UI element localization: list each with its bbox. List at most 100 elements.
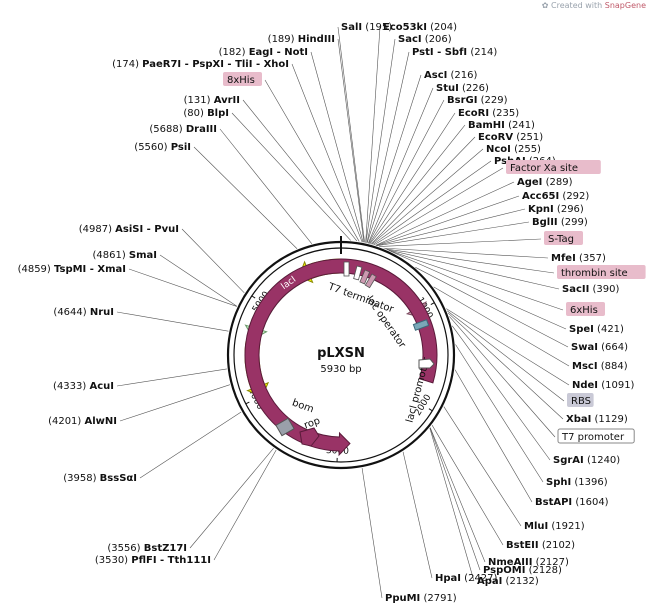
site-t7-promoter[interactable]: T7 promoter	[557, 428, 635, 444]
leader-line	[181, 228, 245, 293]
site-label: SalI (195)	[341, 22, 392, 33]
site-eagi-noti[interactable]: (182) EagI - NotI	[219, 47, 308, 58]
tick-mark	[430, 302, 435, 306]
site-mfei[interactable]: MfeI (357)	[551, 253, 606, 264]
site-blpi[interactable]: (80) BlpI	[183, 108, 229, 119]
site-s-tag[interactable]: S-Tag	[544, 231, 583, 245]
site-saci[interactable]: SacI (206)	[398, 34, 452, 45]
site-eco53ki[interactable]: Eco53kI (204)	[383, 22, 457, 33]
enzyme-name: StuI	[436, 83, 459, 94]
leader-line	[368, 99, 445, 244]
leader-line	[373, 167, 504, 246]
site-ppumi[interactable]: PpuMI (2791)	[385, 593, 457, 604]
leader-line	[429, 427, 486, 563]
site-hpai[interactable]: HpaI (2427)	[435, 573, 498, 584]
site-label: BstAPI (1604)	[535, 497, 609, 508]
enzyme-position: (3958)	[63, 473, 99, 484]
enzyme-position: (195)	[362, 22, 392, 33]
enzyme-position: (1129)	[591, 414, 628, 425]
enzyme-name: EagI - NotI	[249, 47, 308, 58]
leader-line	[447, 312, 564, 420]
site-psti-sbfi[interactable]: PstI - SbfI (214)	[412, 47, 497, 58]
site-mlui[interactable]: MluI (1921)	[524, 521, 585, 532]
leader-line	[415, 267, 569, 348]
site-sali[interactable]: SalI (195)	[341, 22, 392, 33]
enzyme-position: (292)	[559, 191, 589, 202]
site-smai[interactable]: (4861) SmaI	[92, 250, 157, 261]
enzyme-position: (4201)	[48, 416, 84, 427]
site-nrui[interactable]: (4644) NruI	[53, 307, 114, 318]
site-nmeaiii[interactable]: NmeAIII (2127)	[488, 557, 569, 568]
site-stui[interactable]: StuI (226)	[436, 83, 489, 94]
site-ncoi[interactable]: NcoI (255)	[486, 144, 541, 155]
site-bglii[interactable]: BglII (299)	[532, 217, 588, 228]
enzyme-position: (1091)	[598, 380, 635, 391]
enzyme-position: (189)	[268, 34, 298, 45]
enzyme-position: (2128)	[525, 565, 562, 576]
site-spei[interactable]: SpeI (421)	[569, 324, 624, 335]
enzyme-name: PsiI	[171, 142, 191, 153]
site-sgrai[interactable]: SgrAI (1240)	[553, 455, 620, 466]
site-label: (182) EagI - NotI	[219, 47, 308, 58]
site-ndei[interactable]: NdeI (1091)	[572, 380, 635, 391]
enzyme-position: (204)	[427, 22, 457, 33]
site-factor-xa-site[interactable]: Factor Xa site	[506, 160, 601, 174]
enzyme-name: NmeAIII	[488, 557, 532, 568]
site-bsrgi[interactable]: BsrGI (229)	[447, 95, 508, 106]
site-alwni[interactable]: (4201) AlwNI	[48, 416, 117, 427]
site-label: SphI (1396)	[546, 477, 608, 488]
site-sacii[interactable]: SacII (390)	[562, 284, 619, 295]
site-pflfi-tth111i[interactable]: (3530) PflFI - Tth111I	[95, 555, 211, 566]
site-hindiii[interactable]: (189) HindIII	[268, 34, 335, 45]
site-agei[interactable]: AgeI (289)	[517, 177, 573, 188]
leader-line	[443, 406, 522, 527]
site-sphi[interactable]: SphI (1396)	[546, 477, 608, 488]
terminator-mark	[353, 265, 363, 281]
site-label: PpuMI (2791)	[385, 593, 457, 604]
site-rbs[interactable]: RBS	[567, 393, 594, 407]
leader-line	[159, 254, 238, 307]
enzyme-position: (1921)	[548, 521, 585, 532]
site-ecorv[interactable]: EcoRV (251)	[478, 132, 543, 143]
leader-line	[361, 468, 383, 599]
site-8xhis[interactable]: 8xHis	[223, 72, 262, 86]
site-psii[interactable]: (5560) PsiI	[134, 142, 191, 153]
site-msci[interactable]: MscI (884)	[572, 361, 628, 372]
site-ecori[interactable]: EcoRI (235)	[458, 108, 519, 119]
site-swai[interactable]: SwaI (664)	[571, 342, 628, 353]
leader-line	[367, 87, 434, 244]
enzyme-position: (1604)	[572, 497, 609, 508]
site-draiii[interactable]: (5688) DraIII	[149, 124, 217, 135]
site-label: PspOMI (2128)	[483, 565, 562, 576]
site-xbai[interactable]: XbaI (1129)	[566, 414, 628, 425]
site-acui[interactable]: (4333) AcuI	[53, 381, 114, 392]
enzyme-position: (664)	[598, 342, 628, 353]
site-paer7i-pspxi-tlii-xhoi[interactable]: (174) PaeR7I - PspXI - TliI - XhoI	[112, 59, 289, 70]
plasmid-name: pLXSN	[317, 346, 365, 361]
site-pspomi[interactable]: PspOMI (2128)	[483, 565, 562, 576]
site-bamhi[interactable]: BamHI (241)	[468, 120, 535, 131]
site-bsss-i[interactable]: (3958) BssSαI	[63, 473, 137, 484]
site-thrombin-site[interactable]: thrombin site	[557, 265, 646, 279]
site-apai[interactable]: ApaI (2132)	[477, 576, 539, 587]
site-asci[interactable]: AscI (216)	[424, 70, 478, 81]
site-bstz17i[interactable]: (3556) BstZ17I	[107, 543, 187, 554]
leader-line	[376, 208, 526, 246]
enzyme-name: HindIII	[298, 34, 335, 45]
site-acc65i[interactable]: Acc65I (292)	[522, 191, 589, 202]
site-bstapi[interactable]: BstAPI (1604)	[535, 497, 609, 508]
site-bsteii[interactable]: BstEII (2102)	[506, 540, 575, 551]
site-asisi-pvui[interactable]: (4987) AsiSI - PvuI	[79, 224, 179, 235]
site-label: KpnI (296)	[528, 204, 584, 215]
watermark: ✿ Created with SnapGene	[542, 1, 646, 10]
site-label: SacI (206)	[398, 34, 452, 45]
site-kpni[interactable]: KpnI (296)	[528, 204, 584, 215]
site-label: (5688) DraIII	[149, 124, 217, 135]
t7-promoter-mark	[343, 261, 350, 277]
site-6xhis[interactable]: 6xHis	[566, 302, 605, 316]
site-avrii[interactable]: (131) AvrII	[184, 95, 240, 106]
site-label: SwaI (664)	[571, 342, 628, 353]
site-label: SgrAI (1240)	[553, 455, 620, 466]
site-tspmi-xmai[interactable]: (4859) TspMI - XmaI	[18, 264, 126, 275]
enzyme-name: BstZ17I	[144, 543, 187, 554]
